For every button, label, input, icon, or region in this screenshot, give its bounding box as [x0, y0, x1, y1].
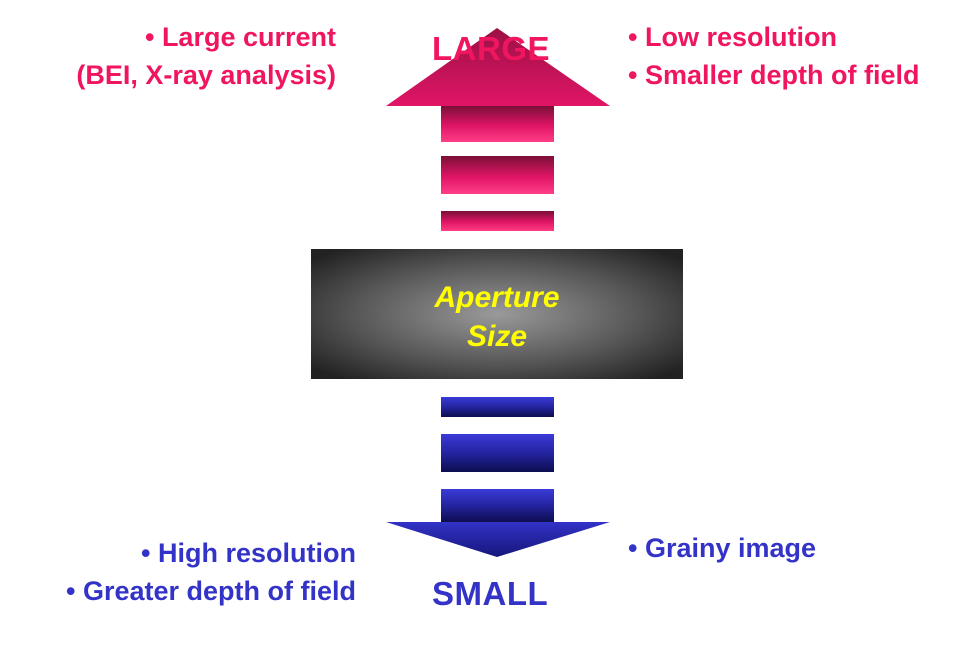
small-left-bullet-1: • High resolution [141, 538, 356, 568]
small-right-bullet-1: • Grainy image [628, 533, 817, 563]
small-left-bullet-2: • Greater depth of field [66, 576, 356, 606]
large-right-bullet-2: • Smaller depth of field [628, 60, 920, 90]
large-label: LARGE [432, 30, 550, 67]
small-arrow-head [386, 522, 610, 557]
large-arrow-bar-2 [441, 211, 554, 231]
large-arrow-bar-1 [441, 156, 554, 194]
small-arrow-bar-2 [441, 434, 554, 472]
small-arrow-bar-1 [441, 397, 554, 417]
aperture-size-box [311, 249, 683, 379]
small-label: SMALL [432, 575, 549, 612]
aperture-label-line1: Aperture [433, 281, 559, 314]
small-arrow-shaft [441, 489, 554, 522]
large-left-bullet-1: • Large current [144, 22, 336, 52]
large-arrow-head [386, 28, 610, 106]
aperture-label-line2: Size [467, 320, 527, 353]
large-arrow-shaft [441, 106, 554, 142]
large-right-bullet-1: • Low resolution [628, 22, 837, 52]
large-left-bullet-2: (BEI, X-ray analysis) [76, 60, 336, 90]
